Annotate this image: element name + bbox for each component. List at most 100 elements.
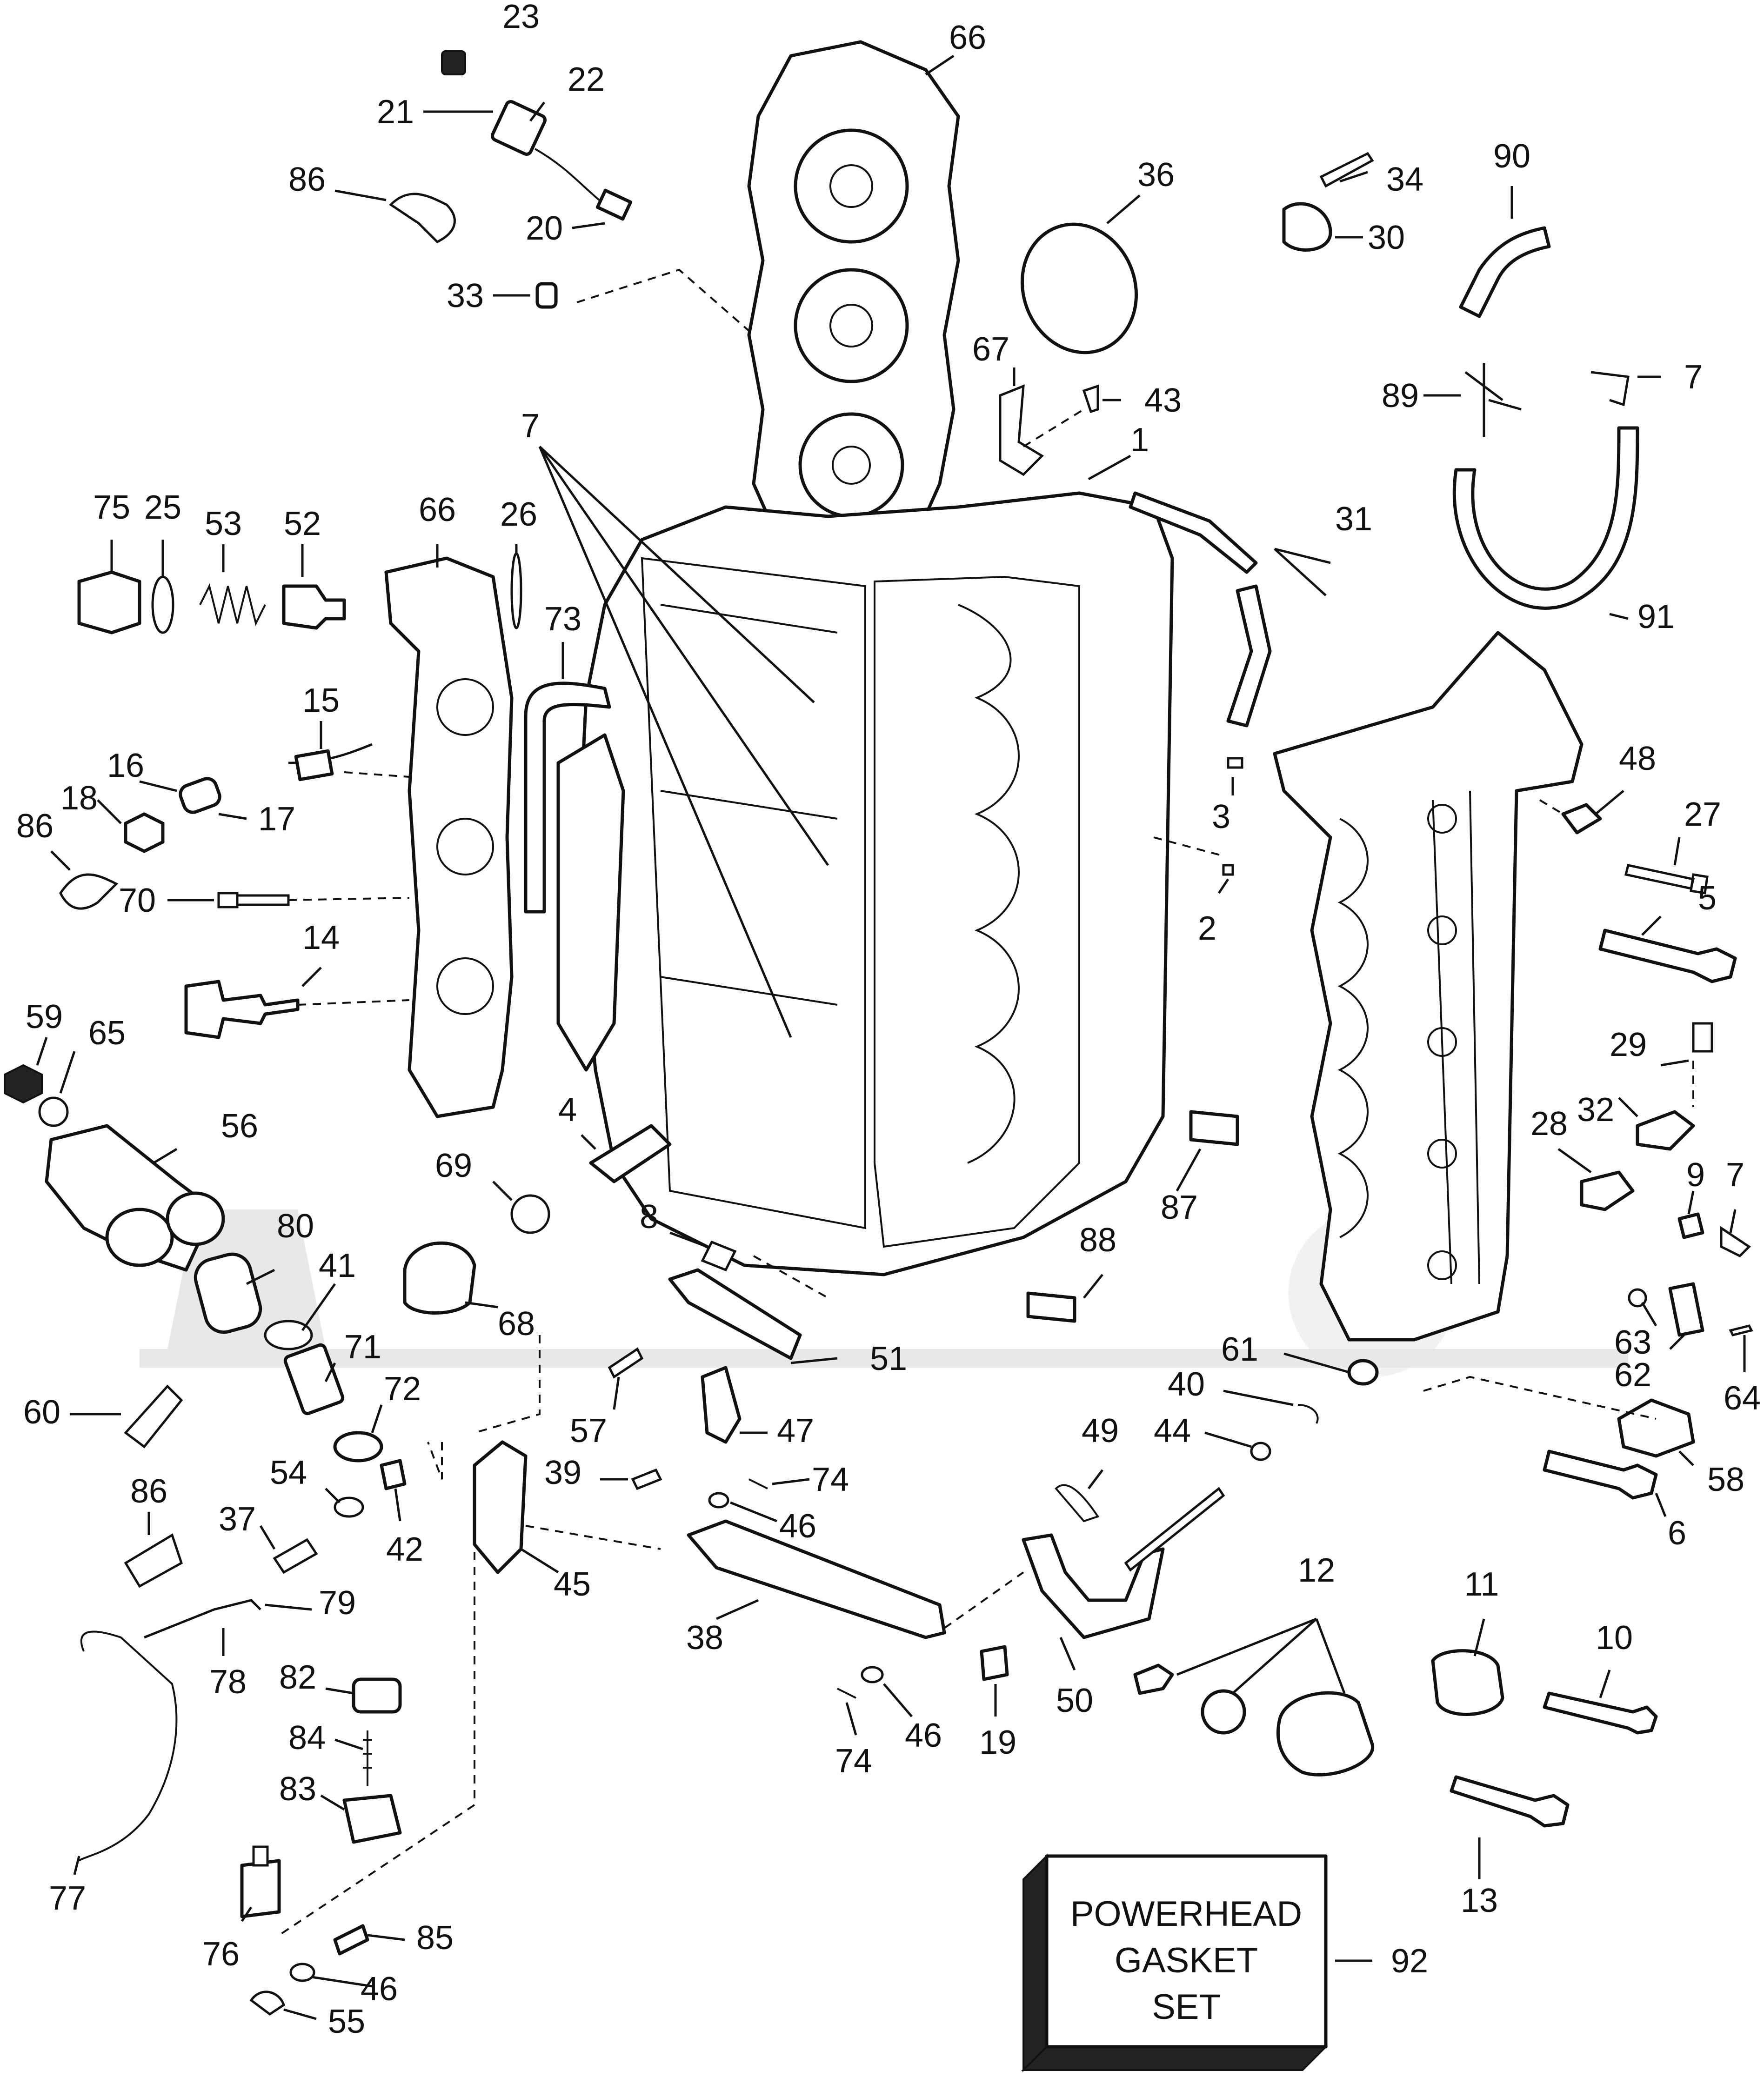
bracket-67 [999, 384, 1044, 476]
screw-29 [1692, 1022, 1713, 1053]
sensor-15-body [294, 749, 334, 782]
callout-31: 31 [1335, 501, 1372, 538]
callout-1: 1 [1130, 421, 1149, 459]
spring-84 [363, 1730, 372, 1786]
callout-74b: 74 [835, 1743, 872, 1780]
bolt-13 [1450, 1775, 1570, 1828]
callout-60: 60 [23, 1394, 60, 1431]
linkage-51 [668, 1268, 802, 1360]
callout-23: 23 [502, 0, 540, 35]
washer-72 [333, 1431, 383, 1463]
fitting-7a [1590, 371, 1630, 407]
callout-29: 29 [1610, 1026, 1647, 1063]
clip-55 [249, 1990, 285, 2016]
callout-25: 25 [144, 489, 181, 526]
hose-91 [1452, 426, 1639, 610]
washer-61 [1347, 1359, 1379, 1386]
callout-53: 53 [205, 505, 242, 542]
callout-54: 54 [270, 1454, 307, 1491]
washer-46c [289, 1963, 315, 1982]
callout-75: 75 [93, 489, 130, 526]
callout-28: 28 [1530, 1105, 1568, 1142]
callout-39: 39 [544, 1454, 581, 1491]
cotter-pin-49 [1055, 1484, 1100, 1523]
fitting-37 [273, 1538, 318, 1574]
callout-37: 37 [219, 1501, 256, 1538]
bracket-32 [1636, 1110, 1695, 1151]
callout-46b: 46 [905, 1717, 942, 1754]
callout-30: 30 [1368, 219, 1405, 256]
callout-22: 22 [568, 61, 605, 98]
fitting-19 [980, 1645, 1009, 1681]
nut-18 [124, 812, 165, 853]
dowel-3 [1227, 757, 1243, 769]
gasket-box-line1: POWERHEAD [1070, 1894, 1302, 1934]
callout-67: 67 [972, 331, 1009, 368]
dashed-guides [278, 268, 1694, 1936]
pin-74b [837, 1688, 856, 1699]
callout-2: 2 [1198, 910, 1216, 947]
callout-38: 38 [686, 1619, 723, 1657]
callout-numbers: 23 22 21 86 20 33 66 36 34 30 90 67 43 8… [16, 0, 1761, 2040]
mount-12 [1276, 1691, 1375, 1777]
callout-63: 63 [1614, 1324, 1651, 1361]
crankcase-cover [1273, 631, 1584, 1342]
callout-86c: 86 [130, 1473, 167, 1510]
callout-13: 13 [1461, 1882, 1498, 1919]
callout-79: 79 [319, 1584, 356, 1622]
callout-71: 71 [344, 1329, 381, 1366]
callout-19: 19 [979, 1724, 1016, 1761]
callout-72: 72 [384, 1370, 421, 1408]
gasket-box-line3: SET [1152, 1987, 1221, 2027]
leader-lines [36, 54, 1746, 2020]
callout-33: 33 [447, 277, 484, 314]
fitting-42 [380, 1459, 407, 1490]
o-ring [1020, 222, 1138, 354]
tie-strap-60 [124, 1384, 183, 1449]
valve-52 [282, 584, 346, 630]
callout-12: 12 [1298, 1552, 1335, 1589]
callout-61: 61 [1221, 1331, 1258, 1368]
bracket-62 [1668, 1282, 1704, 1337]
callout-66b: 66 [419, 491, 456, 528]
callout-57: 57 [570, 1412, 607, 1449]
callout-26: 26 [500, 496, 537, 533]
callout-6: 6 [1668, 1515, 1686, 1552]
clip-86c [124, 1533, 183, 1588]
cylinder-block [556, 491, 1174, 1276]
callout-64: 64 [1724, 1380, 1761, 1417]
callout-87: 87 [1161, 1189, 1198, 1226]
callout-9: 9 [1686, 1156, 1705, 1194]
callout-20: 20 [526, 210, 563, 247]
isolator-87 [1189, 1110, 1239, 1146]
gasket-box-line2: GASKET [1115, 1941, 1258, 1980]
hose-31b [1226, 584, 1272, 728]
callout-51: 51 [870, 1340, 907, 1377]
callout-50: 50 [1056, 1682, 1093, 1719]
callout-44: 44 [1154, 1412, 1191, 1449]
washer-46a [708, 1492, 729, 1509]
connector-22 [490, 100, 547, 156]
cam-47 [701, 1366, 742, 1444]
callout-42: 42 [386, 1531, 423, 1568]
fitting-85 [333, 1924, 369, 1956]
bracket-45 [473, 1440, 528, 1574]
screw-57 [608, 1347, 644, 1379]
callout-78: 78 [209, 1663, 247, 1701]
link-38 [687, 1519, 946, 1639]
washer-12 [1201, 1689, 1246, 1735]
screen-71 [283, 1343, 345, 1416]
screw-34 [1319, 152, 1374, 188]
spark-plug-14 [184, 980, 300, 1039]
plate-58 [1617, 1398, 1695, 1458]
callout-27: 27 [1684, 796, 1721, 833]
callout-34: 34 [1386, 161, 1423, 198]
screw-64 [1729, 1324, 1753, 1336]
callout-36: 36 [1137, 156, 1175, 194]
callout-80: 80 [277, 1208, 314, 1245]
callout-45: 45 [554, 1566, 591, 1603]
mount-11 [1431, 1649, 1504, 1716]
callout-5: 5 [1698, 880, 1717, 917]
callout-17: 17 [258, 801, 295, 838]
